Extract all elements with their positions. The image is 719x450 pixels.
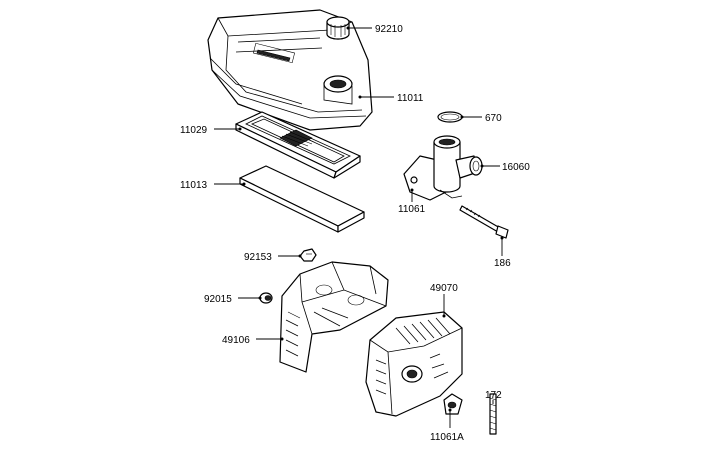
part-labels: 92210 11011 11029 11013 670 16060 11061 … [180, 24, 530, 443]
air-cleaner-cover [207, 9, 373, 131]
long-bolt [459, 205, 509, 239]
part-label-49106: 49106 [222, 335, 250, 346]
part-label-172: 172 [485, 390, 502, 401]
o-ring [437, 111, 463, 123]
part-label-11013: 11013 [180, 180, 208, 191]
stud-part [489, 393, 497, 435]
muffler-guard [279, 261, 389, 373]
part-label-11061: 11061 [398, 204, 426, 215]
part-label-11029: 11029 [180, 125, 208, 136]
part-label-11011: 11011 [397, 93, 424, 104]
part-label-92153: 92153 [244, 252, 272, 263]
element-frame [235, 111, 361, 179]
part-label-670: 670 [485, 113, 502, 124]
intake-elbow [403, 135, 483, 201]
part-label-186: 186 [494, 258, 511, 269]
part-label-49070: 49070 [430, 283, 458, 294]
foam-element [239, 165, 365, 233]
mesh-pattern [279, 129, 315, 147]
small-bolt [299, 248, 317, 262]
muffler-gasket [443, 393, 463, 415]
cap-part [326, 16, 350, 40]
part-label-16060: 16060 [502, 162, 530, 173]
nut-part [259, 292, 273, 304]
part-label-92015: 92015 [204, 294, 232, 305]
part-label-11061a: 11061A [430, 432, 464, 443]
part-label-92210: 92210 [375, 24, 403, 35]
leader-lines [214, 26, 504, 428]
muffler-part [365, 311, 463, 417]
